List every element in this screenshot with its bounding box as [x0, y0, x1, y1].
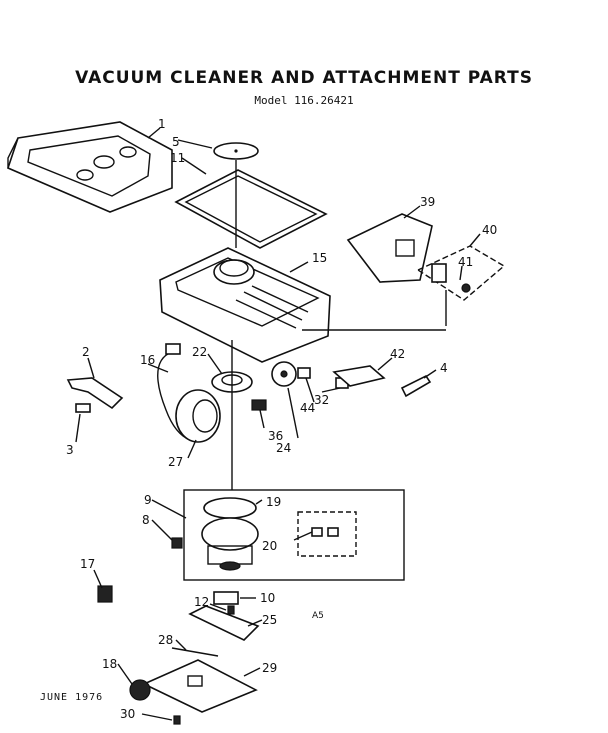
callout-1: 1 [158, 117, 166, 131]
callout-3: 3 [66, 443, 74, 457]
part-15-housing [159, 247, 331, 363]
callout-40: 40 [482, 223, 497, 237]
part-11-gasket [174, 169, 328, 249]
part-25-base-plate [188, 605, 260, 641]
callout-20: 20 [262, 539, 277, 553]
callout-12: 12 [194, 595, 209, 609]
callout-28: 28 [158, 633, 173, 647]
part-39-filter-bag [346, 213, 433, 283]
part-40-bag-holder [416, 245, 506, 301]
callout-11: 11 [170, 151, 185, 165]
stamp-label: A5 [312, 611, 324, 621]
callout-19: 19 [266, 495, 281, 509]
part-27-fan-housing [175, 389, 221, 443]
callout-24: 24 [276, 441, 291, 455]
leader-lines [75, 127, 481, 721]
part-20-brush-kit [297, 511, 357, 557]
part-3-clip [75, 403, 91, 413]
callout-8: 8 [142, 513, 150, 527]
footer-date: JUNE 1976 [40, 692, 104, 703]
part-24-wheel [271, 361, 297, 387]
part-12-screw [227, 605, 235, 615]
callout-29: 29 [262, 661, 277, 675]
callout-15: 15 [312, 251, 327, 265]
part-29-bottom-plate [142, 659, 258, 713]
callout-17: 17 [80, 557, 95, 571]
part-9-motor-assembly [183, 489, 405, 581]
part-1-top-cover [7, 121, 173, 213]
callout-22: 22 [192, 345, 207, 359]
callout-25: 25 [262, 613, 277, 627]
callout-16: 16 [140, 353, 155, 367]
part-18-wheel [129, 679, 151, 701]
callout-39: 39 [420, 195, 435, 209]
callout-41: 41 [458, 255, 473, 269]
part-4-pin [400, 374, 432, 398]
callout-27: 27 [168, 455, 183, 469]
part-44-latch [297, 367, 311, 379]
part-2-bracket [66, 377, 124, 410]
callout-4: 4 [440, 361, 448, 375]
callout-5: 5 [172, 135, 180, 149]
callout-30: 30 [120, 707, 135, 721]
part-28-rod [171, 647, 219, 657]
part-17-bumper [97, 585, 113, 603]
part-10-switch [213, 591, 239, 605]
callout-18: 18 [102, 657, 117, 671]
part-42-switch [332, 365, 386, 387]
callout-44: 44 [300, 401, 315, 415]
part-16-cord [157, 343, 191, 441]
diagram-title: VACUUM CLEANER AND ATTACHMENT PARTS [75, 68, 533, 88]
callout-10: 10 [260, 591, 275, 605]
callout-36: 36 [268, 429, 283, 443]
callout-9: 9 [144, 493, 152, 507]
callout-32: 32 [314, 393, 329, 407]
part-8-nut [171, 537, 183, 549]
part-36-brush [251, 399, 267, 411]
callout-labels: 1 5 11 15 39 40 41 2 16 22 42 4 44 32 36… [66, 117, 497, 721]
model-number: Model 116.26421 [254, 94, 354, 107]
callout-42: 42 [390, 347, 405, 361]
part-5-filter-disk [213, 142, 259, 160]
callout-2: 2 [82, 345, 90, 359]
part-30-screw [173, 715, 181, 725]
